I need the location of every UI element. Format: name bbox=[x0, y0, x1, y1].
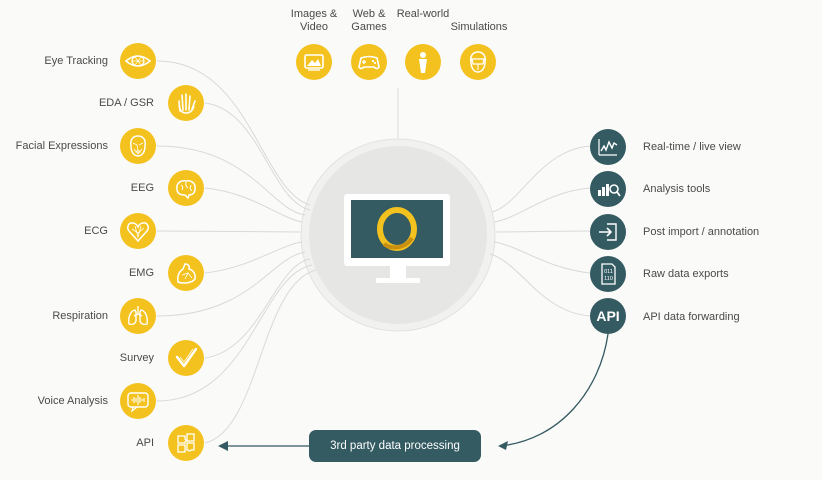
sensor-label-survey: Survey bbox=[119, 352, 154, 364]
vr-head-icon bbox=[460, 44, 496, 80]
output-label-raw-exports: Raw data exports bbox=[643, 268, 729, 280]
wire-facial-expressions bbox=[156, 145, 306, 216]
output-label-analysis: Analysis tools bbox=[643, 183, 711, 195]
sensor-label-emg: EMG bbox=[128, 267, 154, 279]
svg-text:011: 011 bbox=[604, 269, 613, 275]
hand-icon bbox=[168, 85, 204, 121]
top-label-images-video: Images & Video bbox=[290, 8, 338, 33]
wire-api-forward bbox=[489, 253, 591, 317]
brain-icon bbox=[168, 170, 204, 206]
wire-raw-export bbox=[493, 241, 591, 274]
checkmark-icon bbox=[168, 340, 204, 376]
muscle-icon bbox=[168, 255, 204, 291]
lungs-icon bbox=[120, 298, 156, 334]
wire-realtime bbox=[491, 145, 591, 213]
monitor-icon bbox=[344, 194, 450, 283]
api-icon-text: API bbox=[596, 308, 620, 324]
live-chart-icon bbox=[590, 129, 626, 165]
heart-icon bbox=[120, 213, 156, 249]
third-party-processing-box: 3rd party data processing bbox=[309, 430, 481, 462]
arrowhead-api-left bbox=[218, 441, 228, 451]
api-icon: API bbox=[590, 298, 626, 334]
top-label-web-games: Web & Games bbox=[351, 8, 387, 33]
output-label-api-forwarding: API data forwarding bbox=[643, 311, 740, 323]
output-label-realtime: Real-time / live view bbox=[643, 141, 741, 153]
output-label-import: Post import / annotation bbox=[643, 226, 760, 238]
voice-wave-icon bbox=[120, 383, 156, 419]
top-label-real-world: Real-world bbox=[396, 8, 450, 20]
sensor-label-eye-tracking: Eye Tracking bbox=[44, 55, 108, 67]
face-icon bbox=[120, 128, 156, 164]
analysis-icon bbox=[590, 171, 626, 207]
wire-eda-gsr bbox=[204, 102, 311, 211]
wire-api-left bbox=[204, 269, 317, 444]
sensor-label-respiration: Respiration bbox=[52, 310, 108, 322]
person-icon bbox=[405, 44, 441, 80]
api-puzzle-icon bbox=[168, 425, 204, 461]
wire-emg bbox=[204, 241, 303, 274]
sensor-label-ecg: ECG bbox=[84, 225, 108, 237]
arrowhead-3rd-party bbox=[498, 441, 508, 450]
sensor-label-eda-gsr: EDA / GSR bbox=[98, 97, 154, 109]
wire-import bbox=[495, 230, 591, 233]
sensor-label-facial-expressions: Facial Expressions bbox=[15, 140, 108, 152]
sensor-label-voice-analysis: Voice Analysis bbox=[37, 395, 108, 407]
wire-eeg bbox=[204, 187, 303, 223]
arrow-api-to-3rd-party bbox=[499, 333, 609, 447]
eye-icon bbox=[120, 43, 156, 79]
sensor-label-api: API bbox=[136, 437, 154, 449]
wire-analysis bbox=[493, 187, 591, 223]
wire-survey bbox=[204, 258, 311, 359]
wire-voice-analysis bbox=[156, 264, 313, 402]
import-icon bbox=[590, 214, 626, 250]
wire-eye-tracking bbox=[156, 60, 311, 206]
sensor-label-eeg: EEG bbox=[130, 182, 154, 194]
wire-respiration bbox=[156, 251, 306, 317]
top-label-simulations: Simulations bbox=[450, 21, 508, 33]
svg-text:110: 110 bbox=[604, 276, 613, 282]
imotions-logo-icon bbox=[377, 207, 417, 251]
image-video-icon bbox=[296, 44, 332, 80]
gamepad-icon bbox=[351, 44, 387, 80]
wire-ecg bbox=[156, 230, 301, 233]
